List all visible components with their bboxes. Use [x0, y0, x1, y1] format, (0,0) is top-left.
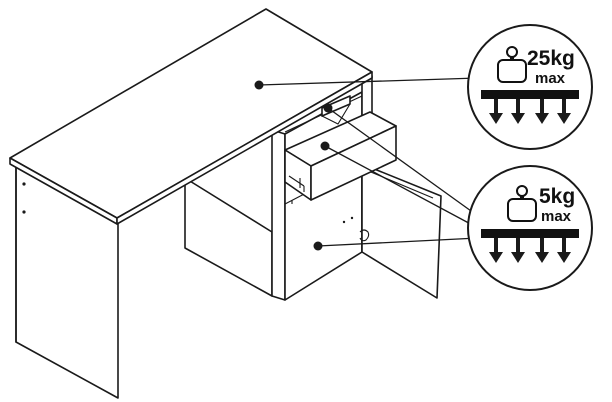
badge-bottom-max: max [541, 208, 572, 225]
badge-bottom-weight: 5kg [539, 185, 575, 208]
load-arrow-head [535, 113, 549, 124]
desk-top [9, 8, 373, 225]
desk-back-panel [184, 177, 273, 297]
pointer-lines [254, 77, 479, 251]
shelf-target-dot [313, 241, 323, 251]
load-arrow [562, 99, 566, 115]
load-arrows-icon [481, 229, 579, 263]
load-arrow [516, 99, 520, 115]
drawer-target-dot [320, 141, 330, 151]
load-arrow [540, 99, 544, 115]
desk-cabinet-door [359, 163, 442, 299]
load-arrow [494, 238, 498, 254]
load-arrow [516, 238, 520, 254]
load-badge-top: 25kg max [467, 24, 593, 150]
load-arrow-head [489, 113, 503, 124]
load-arrow [540, 238, 544, 254]
load-arrow-head [511, 252, 525, 263]
badge-top-weight: 25kg [527, 47, 575, 70]
load-arrow-head [489, 252, 503, 263]
desk-drawer [284, 111, 397, 201]
small-drawer-target-dot [323, 103, 333, 113]
desk-top-target-dot [254, 80, 264, 90]
load-arrow [562, 238, 566, 254]
load-badge-bottom: 5kg max [467, 165, 593, 291]
badge-top-max: max [535, 70, 566, 87]
load-arrow-head [535, 252, 549, 263]
load-arrows-icon [481, 90, 579, 124]
load-arrow-head [511, 113, 525, 124]
weight-icon [497, 46, 527, 83]
weight-icon [507, 185, 537, 222]
load-arrow-head [557, 252, 571, 263]
load-arrow-head [557, 113, 571, 124]
load-arrow [494, 99, 498, 115]
